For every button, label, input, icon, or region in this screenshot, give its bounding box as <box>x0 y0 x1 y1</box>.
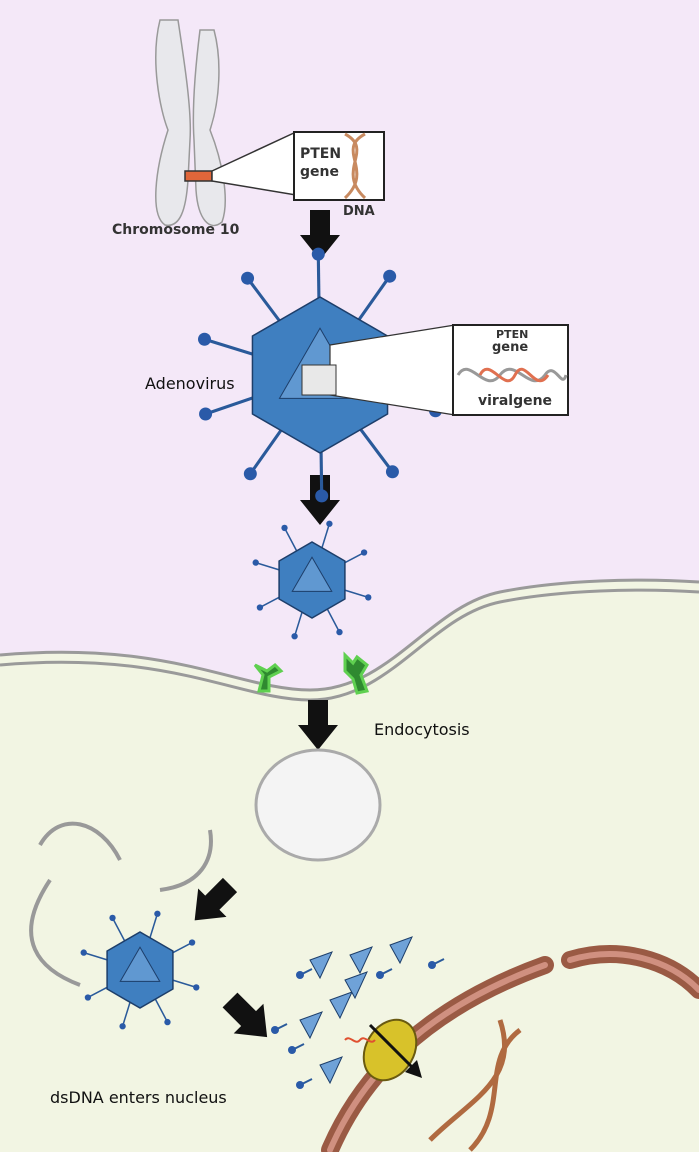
fiber-protein <box>376 971 384 979</box>
fiber-protein <box>271 1026 279 1034</box>
dsdna-label: dsDNA enters nucleus <box>50 1088 227 1107</box>
capsid-fragment <box>309 951 333 980</box>
capsid-fragment <box>299 1011 323 1040</box>
pten-band <box>184 170 213 182</box>
receptor-right <box>343 651 370 695</box>
step-arrow-icon <box>194 877 238 921</box>
ruptured-endosome <box>29 821 213 987</box>
capsid-fragments <box>271 936 445 1089</box>
viral-genome-box <box>301 364 337 396</box>
cell-membrane <box>0 578 699 702</box>
adenovirus-approaching <box>252 520 372 640</box>
pten-dna-icon <box>478 367 550 383</box>
step-arrow-icon <box>300 210 340 260</box>
receptor-left <box>253 663 284 693</box>
fiber-protein <box>296 971 304 979</box>
pten-gene-box <box>293 131 385 201</box>
pten-gene-label: PTEN gene <box>300 146 342 180</box>
entry-arrow <box>368 1023 417 1072</box>
endosome <box>254 748 382 862</box>
step-arrow-icon <box>298 700 338 750</box>
viral-gene-label: viralgene <box>478 393 553 409</box>
endocytosis-label: Endocytosis <box>374 720 470 739</box>
dna-helix-icon <box>343 132 367 200</box>
capsid-fragment <box>389 936 413 965</box>
step-arrow-icon <box>222 992 268 1038</box>
gene-label-2: gene <box>492 340 529 355</box>
chromosome-label: Chromosome 10 <box>112 222 240 238</box>
fiber-protein <box>288 1046 296 1054</box>
fiber-protein <box>428 961 436 969</box>
nuclear-pore <box>362 1018 418 1082</box>
fiber-protein <box>296 1081 304 1089</box>
capsid-fragment <box>329 991 353 1020</box>
capsid-fragment <box>344 971 368 1000</box>
nuclear-dna-icon <box>428 1019 522 1152</box>
viral-dsdna-icon <box>344 1037 376 1043</box>
adenovirus-label: Adenovirus <box>145 374 235 393</box>
capsid-fragment <box>319 1056 343 1085</box>
dna-label: DNA <box>343 204 375 219</box>
pten-label-2: PTEN <box>496 328 529 341</box>
adenovirus-released <box>80 910 200 1030</box>
capsid-fragment <box>349 946 373 975</box>
